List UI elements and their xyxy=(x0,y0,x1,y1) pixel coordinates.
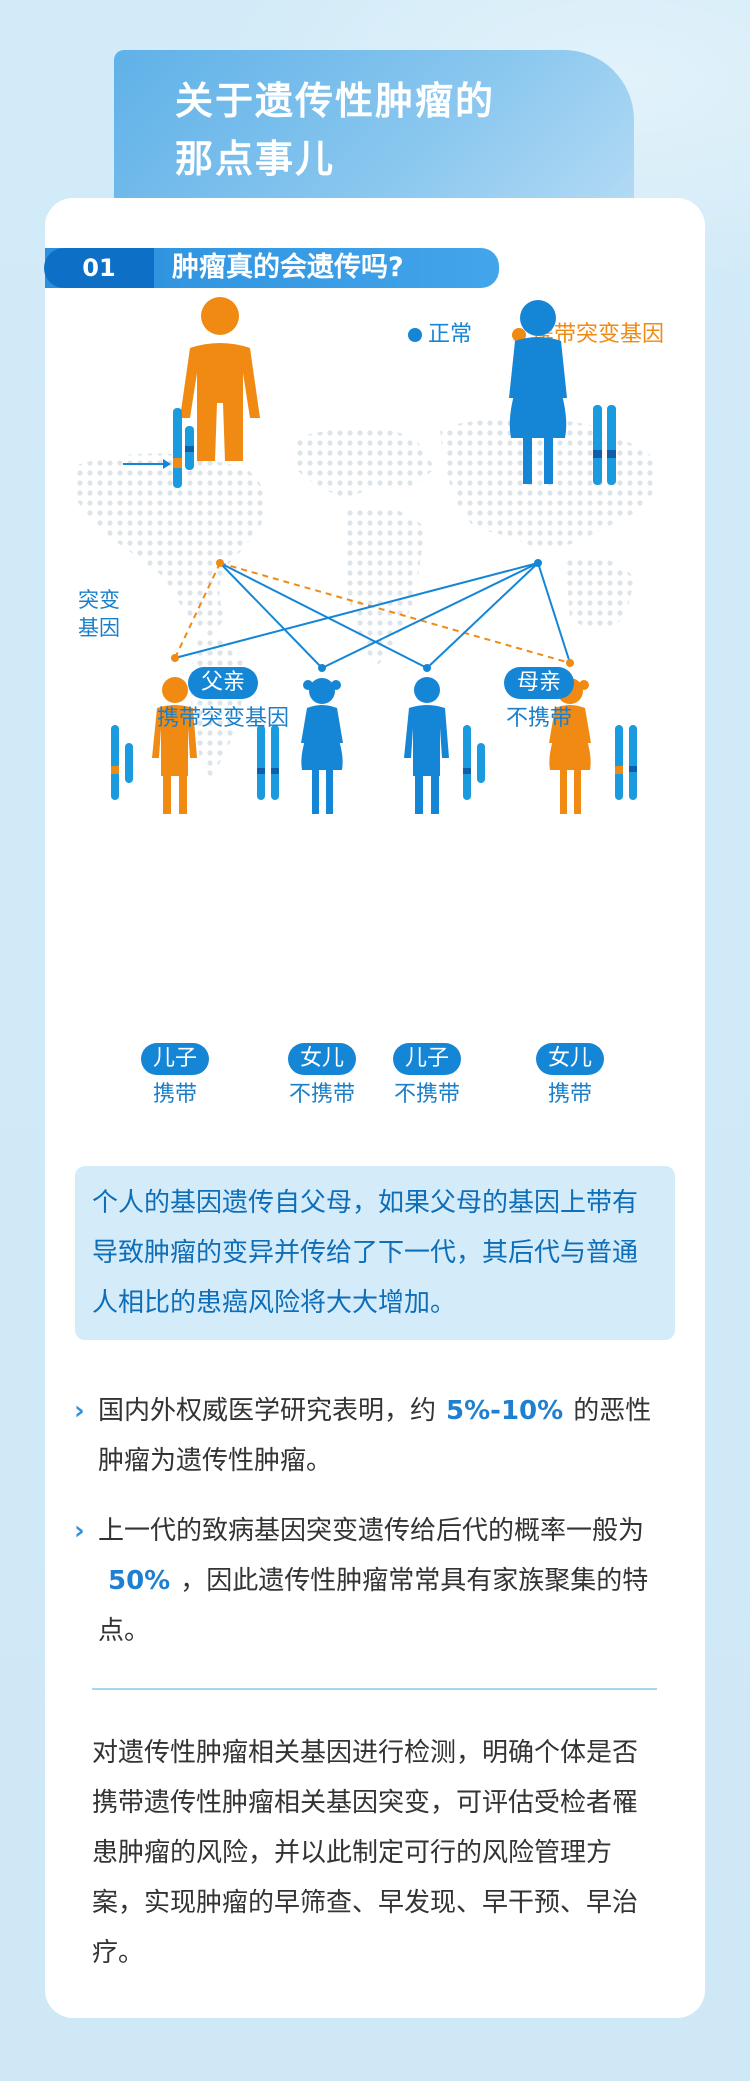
daughter-normal-chromosomes xyxy=(257,725,279,800)
section-number: 01 xyxy=(44,248,154,288)
father-figure xyxy=(180,297,260,461)
bullet-1-text-before: 国内外权威医学研究表明，约 xyxy=(98,1396,437,1426)
mother-figure xyxy=(509,300,567,484)
world-map-dots xyxy=(75,418,657,778)
son-carrier-chromosomes xyxy=(111,725,133,800)
legend-normal-label: 正常 xyxy=(428,322,473,347)
info-box xyxy=(75,1166,675,1340)
child-3-role-badge: 儿子 xyxy=(393,1043,461,1075)
child-2-role-badge: 女儿 xyxy=(288,1043,356,1075)
mother-status: 不携带 xyxy=(505,706,572,731)
inheritance-lines xyxy=(174,562,571,669)
page-title: 关于遗传性肿瘤的 那点事儿 xyxy=(175,79,496,181)
bullet-2-highlight: 50% xyxy=(108,1566,171,1596)
conclusion-paragraph: 对遗传性肿瘤相关基因进行检测，明确个体是否携带遗传性肿瘤相关基因突变，可评估受检… xyxy=(92,1738,639,1968)
arrow-head-icon xyxy=(163,459,171,469)
line-nodes xyxy=(171,559,574,672)
daughter-normal-figure xyxy=(301,678,343,814)
inheritance-diagram xyxy=(75,297,657,814)
father-status: 携带突变基因 xyxy=(156,706,289,731)
legend-normal: 正常 xyxy=(408,320,472,350)
mother-chromosomes xyxy=(593,405,616,485)
info-text: 个人的基因遗传自父母，如果父母的基因上带有导致肿瘤的变异并传给了下一代，其后代与… xyxy=(92,1188,639,1318)
normal-dot-icon xyxy=(408,328,422,342)
child-2-status: 不携带 xyxy=(288,1082,355,1107)
child-1-role-badge: 儿子 xyxy=(141,1043,209,1075)
child-4-status: 携带 xyxy=(547,1082,592,1107)
mutation-gene-label: 突变 基因 xyxy=(78,588,120,640)
chevron-right-icon: › xyxy=(74,1516,85,1546)
bullet-item-2: › 上一代的致病基因突变遗传给后代的概率一般为 50%，因此遗传性肿瘤常常具有家族… xyxy=(74,1506,658,1656)
mother-role-badge: 母亲 xyxy=(504,667,574,699)
mutant-dot-icon xyxy=(512,328,526,342)
daughter-carrier-chromosomes xyxy=(615,725,637,800)
bullet-2-text-after: ，因此遗传性肿瘤常常具有家族聚集的特点。 xyxy=(98,1566,649,1646)
bullet-1-text-after: 的恶性肿瘤为遗传性肿瘤。 xyxy=(98,1396,652,1476)
chevron-right-icon: › xyxy=(74,1396,85,1426)
child-4-role-badge: 女儿 xyxy=(536,1043,604,1075)
section-divider xyxy=(92,1688,657,1690)
bullet-2-text-before: 上一代的致病基因突变遗传给后代的概率一般为 xyxy=(98,1516,645,1546)
bullet-item-1: › 国内外权威医学研究表明，约 5%-10%的恶性肿瘤为遗传性肿瘤。 xyxy=(74,1386,658,1486)
son-normal-figure xyxy=(404,677,449,814)
section-title: 肿瘤真的会遗传吗? xyxy=(172,252,404,283)
son-carrier-figure xyxy=(152,677,197,814)
child-3-status: 不携带 xyxy=(393,1082,460,1107)
father-role-badge: 父亲 xyxy=(188,667,258,699)
child-1-status: 携带 xyxy=(152,1082,197,1107)
father-chromosomes xyxy=(173,408,194,488)
son-normal-chromosomes xyxy=(463,725,485,800)
bullet-1-highlight: 5%-10% xyxy=(446,1396,564,1426)
